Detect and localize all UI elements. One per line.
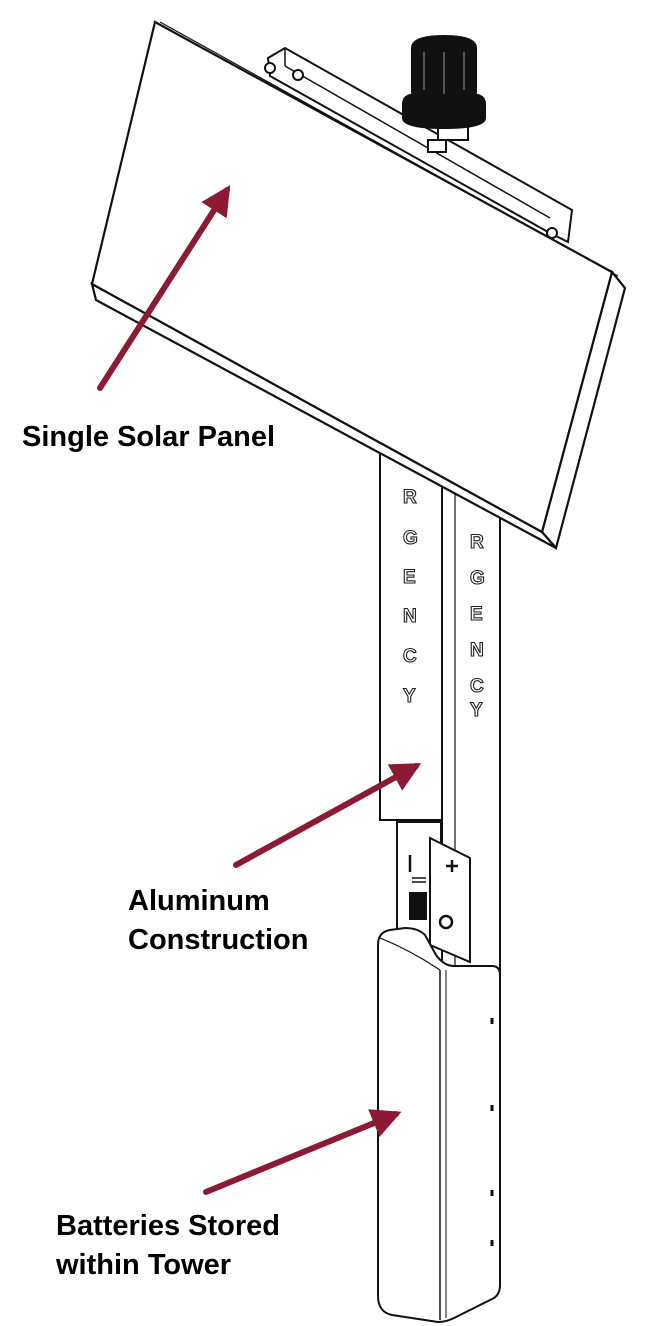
arrow-solar-panel: [97, 184, 231, 391]
pole-upper-front: [379, 439, 443, 821]
pole-letter: C: [403, 646, 417, 667]
pole-letter: G: [403, 528, 418, 549]
label-text: Construction: [128, 924, 309, 956]
pole-letter: E: [403, 567, 416, 588]
arrow-batteries: [203, 1109, 402, 1195]
battery-housing: [377, 926, 501, 1324]
label-text: within Tower: [56, 1249, 232, 1281]
mount-rail: [264, 46, 574, 244]
pole-letter: N: [403, 606, 417, 627]
speaker-grille: [409, 892, 427, 920]
tower-pole: [377, 438, 501, 1324]
call-button-icon: [438, 914, 454, 930]
solar-panel: [90, 20, 627, 551]
pole-letter: R: [470, 532, 484, 553]
pole-letter: G: [470, 568, 485, 589]
label-text: Batteries Stored: [56, 1210, 281, 1242]
pole-lettering-front: R G E N C Y: [402, 486, 418, 707]
control-plate: [429, 836, 471, 964]
callout-arrows: [97, 184, 422, 1195]
pole-lettering-side: R G E N C Y: [469, 531, 485, 721]
pole-letter: Y: [470, 700, 483, 721]
arrow-aluminum: [233, 763, 422, 868]
pole-letter: Y: [403, 686, 416, 707]
label-single-solar-panel: Single Solar Panel: [22, 418, 275, 457]
label-text: Aluminum: [128, 885, 270, 917]
pole-letter: R: [403, 487, 417, 508]
label-aluminum-construction: Aluminum Construction: [128, 882, 308, 960]
pole-letter: E: [470, 604, 483, 625]
label-text: Single Solar Panel: [22, 421, 276, 453]
label-batteries-stored: Batteries Stored within Tower: [56, 1207, 280, 1285]
pole-letter: C: [470, 676, 484, 697]
pole-letter: N: [470, 640, 484, 661]
beacon-light-icon: [402, 34, 486, 141]
